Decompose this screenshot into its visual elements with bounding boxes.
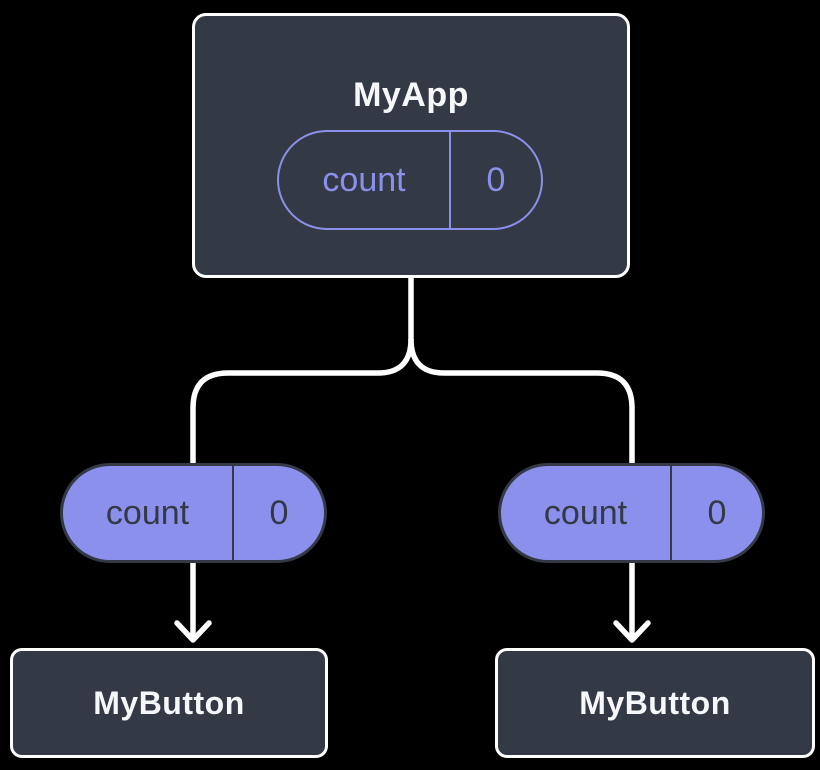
node-mybutton-left-title: MyButton xyxy=(93,685,245,721)
node-myapp-title: MyApp xyxy=(353,76,469,114)
prop-pill-left: count 0 xyxy=(60,463,327,563)
prop-pill-left-name: count xyxy=(63,466,234,560)
prop-pill-right-value: 0 xyxy=(707,494,727,532)
fork-branch-right xyxy=(408,338,635,466)
prop-pill-left-value: 0 xyxy=(269,494,289,532)
node-mybutton-right-title: MyButton xyxy=(579,685,731,721)
state-pill-name: count xyxy=(279,132,451,228)
arrow-head-right xyxy=(613,620,651,643)
fork-branch-left xyxy=(190,338,414,466)
node-myapp: MyApp count 0 xyxy=(192,13,630,278)
prop-pill-right-name: count xyxy=(501,466,672,560)
state-pill-value: 0 xyxy=(486,161,506,199)
arrow-head-left xyxy=(174,620,212,643)
prop-pill-right: count 0 xyxy=(498,463,765,563)
state-pill: count 0 xyxy=(277,130,543,230)
node-mybutton-right: MyButton xyxy=(495,648,815,758)
node-mybutton-left: MyButton xyxy=(10,648,328,758)
